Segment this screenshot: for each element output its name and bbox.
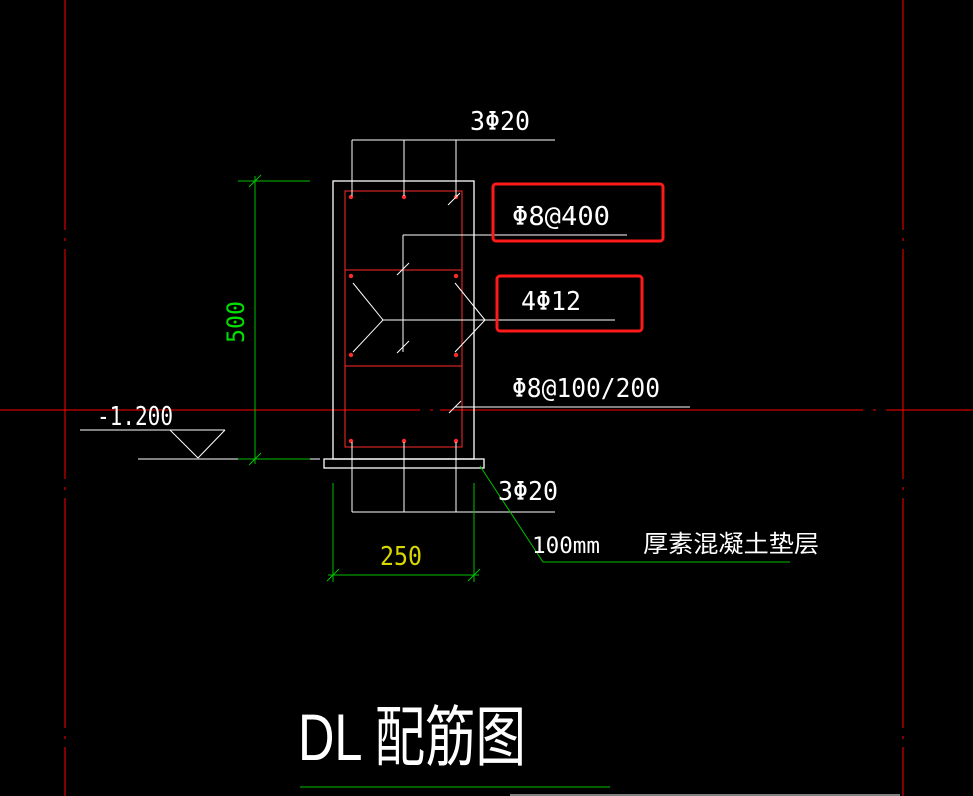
stirrup-main-label: Φ8@100/200 [512, 374, 660, 404]
highlight-box-side-bars [495, 274, 644, 333]
height-dimension: 500 [222, 301, 250, 343]
rebar-dot [401, 194, 407, 200]
drawing-title: DL 配筋图 [298, 700, 526, 774]
rebar-dot [348, 352, 354, 358]
rebar-dot [453, 273, 459, 279]
elevation-label: -1.200 [97, 402, 173, 432]
highlight-box-stirrup [491, 182, 665, 243]
pad-material-label: 厚素混凝土垫层 [643, 530, 819, 558]
rebar-dot [348, 273, 354, 279]
rebar-dot [348, 194, 354, 200]
bottom-bars-label: 3Φ20 [498, 477, 558, 507]
side-bars-label: 4Φ12 [521, 287, 581, 317]
rebar-dot [453, 438, 459, 444]
highlight-boxes [491, 182, 665, 333]
dimension-lines [238, 174, 790, 788]
width-dimension: 250 [380, 542, 422, 572]
rebar-dot [401, 438, 407, 444]
rebar-dot [348, 438, 354, 444]
pad-thickness-label: 100mm [532, 534, 600, 559]
stirrup-highlight-label: Φ8@400 [512, 202, 610, 232]
top-bars-label: 3Φ20 [470, 107, 530, 137]
leader-lines [80, 139, 690, 513]
rebar-dot [453, 352, 459, 358]
